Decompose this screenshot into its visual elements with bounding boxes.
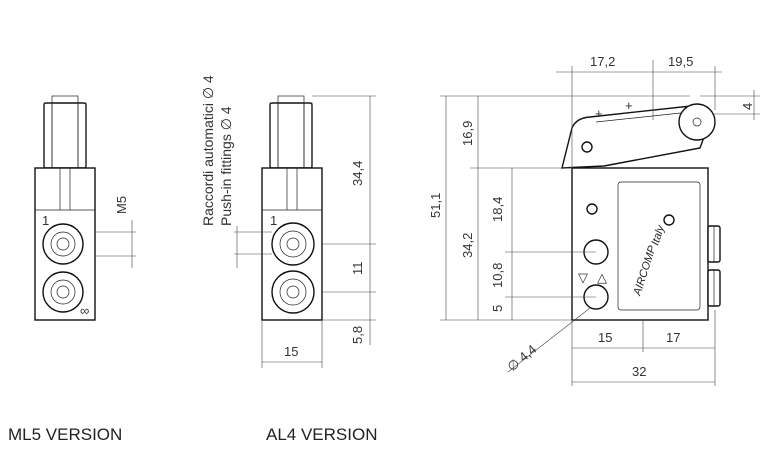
al4-caption: AL4 VERSION [266,425,378,444]
al4-port-1-mark: 1 [270,213,277,228]
lever-upper-dim: 17,2 [590,54,615,69]
fittings-note-english: Push-in fittings ∅ 4 [218,106,234,226]
side-total-width-dim: 32 [632,364,646,379]
svg-text:+: + [595,106,603,121]
total-height-dim: 51,1 [428,193,443,218]
al4-front-view: Raccordi automatici ∅ 4 Push-in fittings… [200,75,376,368]
side-left-width-dim: 15 [598,330,612,345]
ml5-front-view: 1 ∞ M5 [34,95,136,321]
svg-text:▽: ▽ [578,270,588,285]
fittings-note-italian: Raccordi automatici ∅ 4 [200,75,216,226]
svg-text:△: △ [597,270,607,285]
al4-width-dim: 15 [284,344,298,359]
hole-diameter-dim: ∅ 4,4 [504,342,539,375]
svg-text:+: + [625,98,633,113]
lever-top-dim: 4 [740,103,755,110]
lever-height-dim: 16,9 [460,121,475,146]
upper-port-dim: 18,4 [490,197,505,222]
ml5-caption: ML5 VERSION [8,425,122,444]
body-height-dim: 34,2 [460,233,475,258]
ml5-thread-label: M5 [114,196,129,214]
al4-height-dim: 34,4 [350,161,365,186]
svg-text:∞: ∞ [80,303,89,318]
lower-port-dim: 5 [490,305,505,312]
ml5-port-1-mark: 1 [42,213,49,228]
al4-bottom-dim: 5,8 [350,326,365,344]
side-right-width-dim: 17 [666,330,680,345]
al4-port-gap-dim: 11 [350,262,365,276]
lever-right-dim: 19,5 [668,54,693,69]
port-gap-dim: 10,8 [490,263,505,288]
side-view: + + AIRCOMP Italy ▽ △ 17,2 19,5 4 [428,54,760,386]
